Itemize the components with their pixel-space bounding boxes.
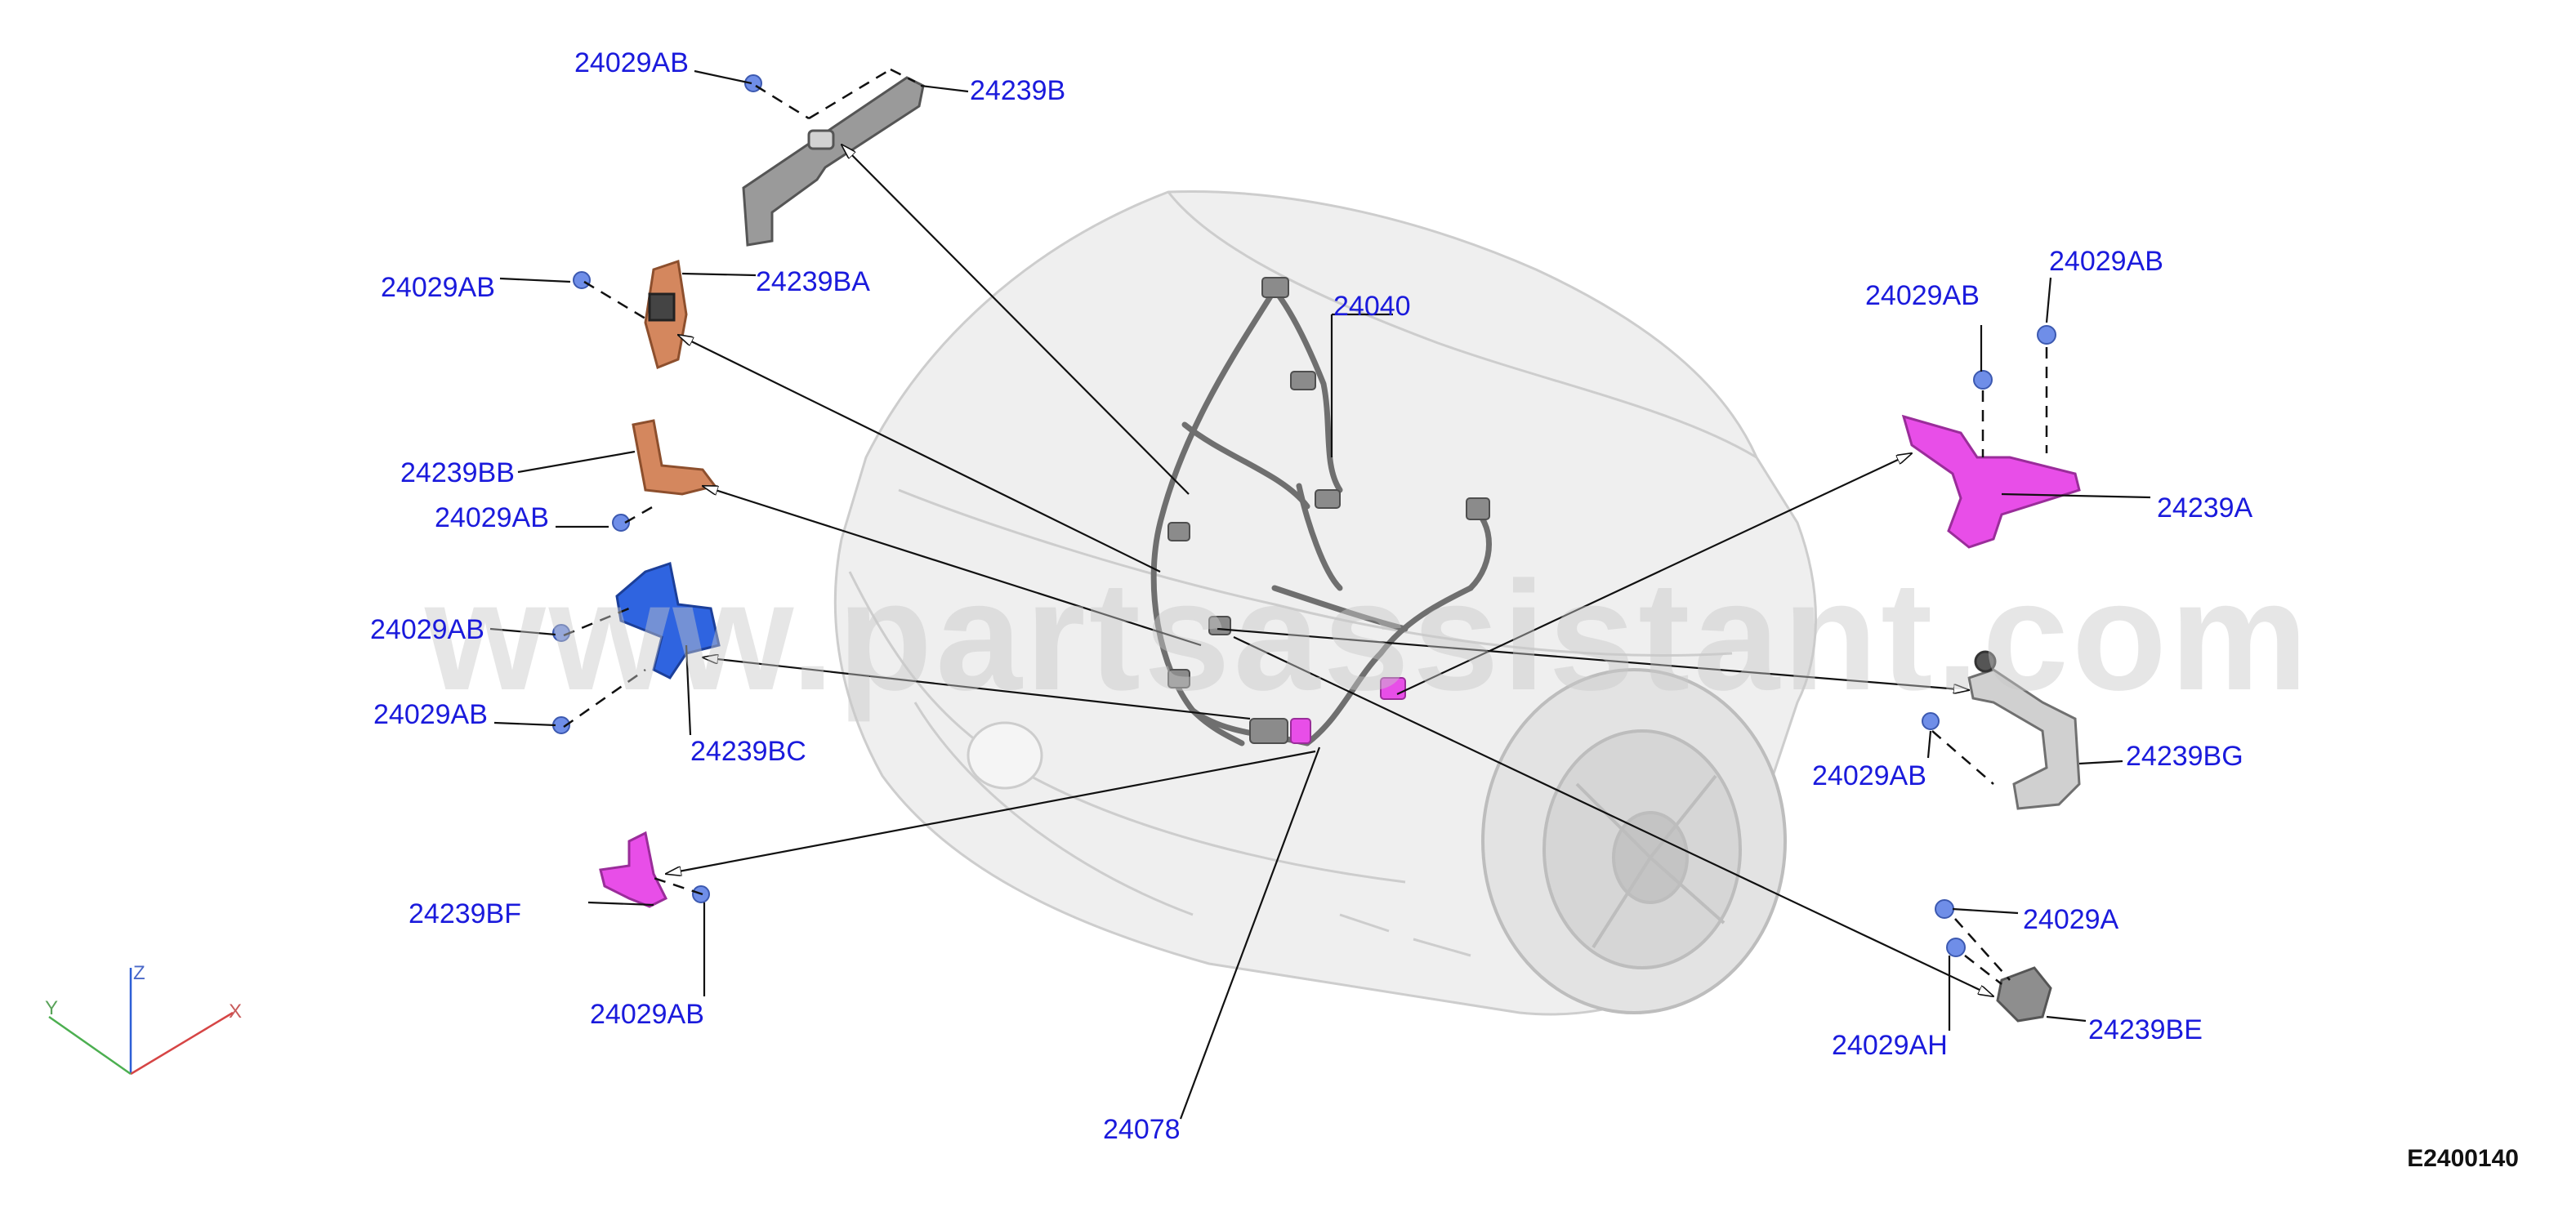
callout-24239BE[interactable]: 24239BE (2088, 1014, 2203, 1045)
axis-x-label: X (229, 1000, 243, 1023)
callout-24029AB-left-3[interactable]: 24029AB (370, 614, 484, 645)
callout-24078[interactable]: 24078 (1103, 1114, 1181, 1145)
coordinate-axes (48, 968, 234, 1076)
engine-room-harness (1150, 287, 1492, 746)
callout-24239BB[interactable]: 24239BB (400, 457, 515, 488)
bracket-24239BA (644, 260, 688, 370)
callout-24029AB-top[interactable]: 24029AB (574, 47, 689, 78)
bracket-24239BF (599, 831, 668, 908)
bracket-24239BB (632, 419, 717, 496)
bracket-24239BE (1996, 966, 2052, 1023)
callout-24239BF[interactable]: 24239BF (408, 898, 521, 929)
bracket-24239A (1901, 414, 2081, 549)
fasteners (552, 74, 2056, 957)
callout-24029AB-right-3[interactable]: 24029AB (1812, 760, 1926, 791)
bracket-24239BC (615, 562, 721, 680)
callout-24239A[interactable]: 24239A (2157, 492, 2253, 524)
axis-z-label: Z (133, 962, 145, 984)
callout-24029AB-right-1[interactable]: 24029AB (1865, 280, 1980, 311)
front-wheel (1481, 668, 1787, 1014)
callout-24239B[interactable]: 24239B (970, 75, 1066, 106)
assembly-dashed-lines (563, 68, 2048, 985)
harness-connectors (1167, 277, 1490, 744)
callout-24029AB-left-2[interactable]: 24029AB (435, 502, 549, 533)
callout-24029AB-bottom[interactable]: 24029AB (590, 999, 704, 1030)
drawing-code: E2400140 (2407, 1145, 2519, 1172)
leader-lines (489, 69, 2151, 1120)
callout-24040[interactable]: 24040 (1333, 291, 1411, 322)
callout-24029AH[interactable]: 24029AH (1832, 1030, 1948, 1061)
callout-24239BC[interactable]: 24239BC (690, 736, 806, 767)
callout-24029A[interactable]: 24029A (2023, 904, 2119, 935)
callout-24239BG[interactable]: 24239BG (2126, 741, 2243, 772)
bracket-24239BG (1967, 650, 2081, 810)
callout-24029AB-left-1[interactable]: 24029AB (381, 272, 495, 303)
callout-24239BA[interactable]: 24239BA (756, 266, 870, 297)
watermark: www.partsassistant.com (425, 550, 2311, 723)
callout-24029AB-left-4[interactable]: 24029AB (373, 699, 488, 730)
callout-24029AB-right-2[interactable]: 24029AB (2049, 246, 2163, 277)
axis-y-label: Y (45, 997, 59, 1019)
